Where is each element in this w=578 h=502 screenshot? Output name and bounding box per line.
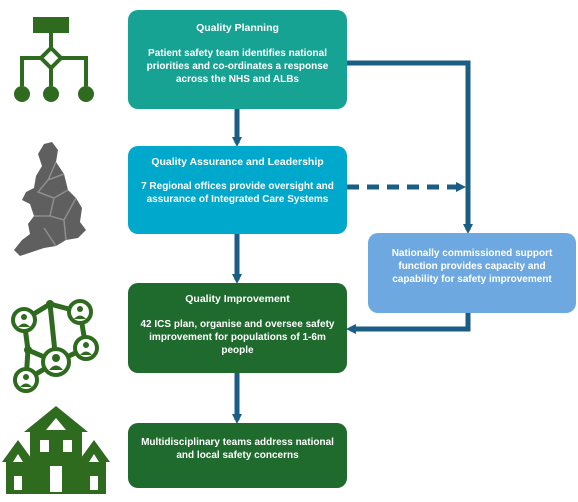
- quality-planning-text: Patient safety team identifies national …: [146, 48, 329, 85]
- quality-assurance-title: Quality Assurance and Leadership: [151, 156, 324, 168]
- arrow-planning-to-support: [347, 60, 473, 234]
- national-support-text: Nationally commissioned support function…: [391, 248, 553, 285]
- multidisciplinary-teams-text: Multidisciplinary teams address national…: [141, 437, 334, 461]
- national-support-box: Nationally commissioned support function…: [368, 233, 576, 313]
- quality-planning-box: Quality Planning Patient safety team ide…: [128, 10, 347, 109]
- quality-improvement-box: Quality Improvement 42 ICS plan, organis…: [128, 283, 347, 373]
- quality-planning-title: Quality Planning: [196, 22, 279, 34]
- multidisciplinary-teams-box: Multidisciplinary teams address national…: [128, 423, 347, 488]
- england-regions-map-icon: [14, 142, 86, 256]
- arrow-support-to-improvement: [346, 313, 471, 334]
- quality-assurance-text: 7 Regional offices provide oversight and…: [141, 181, 334, 205]
- quality-improvement-text: 42 ICS plan, organise and oversee safety…: [140, 319, 335, 356]
- houses-icon: [2, 406, 110, 494]
- quality-improvement-title: Quality Improvement: [185, 293, 290, 305]
- people-network-icon: [11, 299, 99, 393]
- quality-assurance-box: Quality Assurance and Leadership 7 Regio…: [128, 146, 347, 234]
- hierarchy-decision-icon: [14, 17, 94, 102]
